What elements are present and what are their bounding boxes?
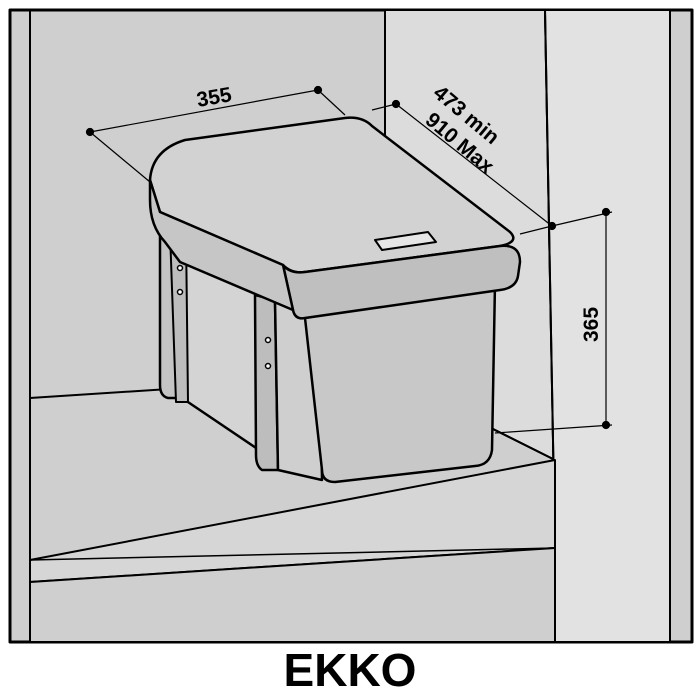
product-name-caption: EKKO: [283, 644, 417, 696]
width-dim-line: [89, 89, 319, 133]
lid-handle: [374, 231, 437, 251]
front-bin-body: [303, 281, 497, 484]
bin-assembly: [148, 116, 522, 484]
depth-dim-line: [395, 103, 553, 227]
height-dimension-label: 365: [580, 307, 603, 342]
front-bin-rail: [253, 293, 280, 472]
bin-lid-side: [148, 178, 295, 312]
cabinet-front-post: [544, 9, 671, 643]
bin-lid-front: [281, 244, 522, 320]
dimension-lines: [85, 85, 613, 434]
